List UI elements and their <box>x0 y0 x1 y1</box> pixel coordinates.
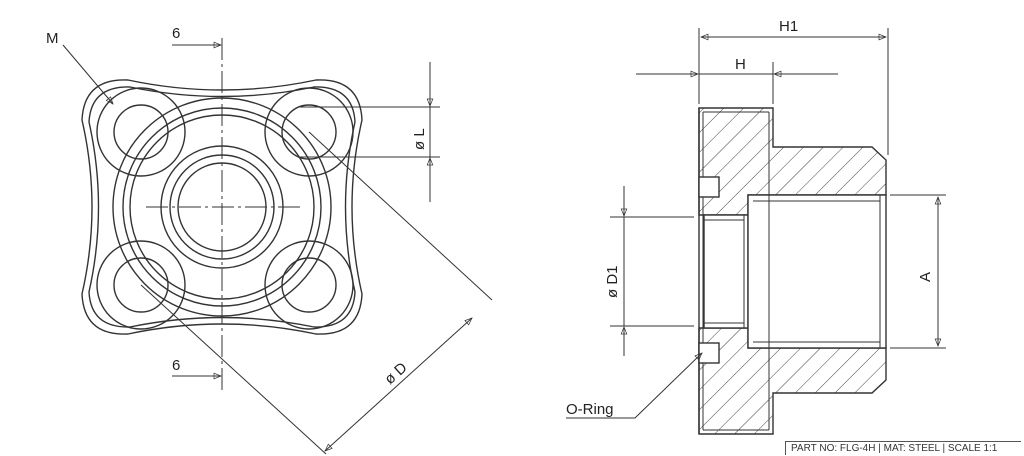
bolt-boss-bl <box>96 240 186 330</box>
bolt-boss-tr <box>264 87 354 177</box>
label-a: A <box>917 272 934 282</box>
label-six-bottom: 6 <box>172 357 180 374</box>
label-phi-d1: ø D1 <box>604 265 621 298</box>
bolt-hole-br <box>281 257 337 313</box>
label-o-ring: O-Ring <box>566 401 614 418</box>
bolt-boss-br <box>264 240 354 330</box>
bolt-hole-bl <box>113 257 169 313</box>
label-h: H <box>735 56 746 73</box>
title-block: PART NO: FLG-4H | MAT: STEEL | SCALE 1:1 <box>785 441 1021 455</box>
label-m: M <box>46 30 59 47</box>
front-dimensions <box>62 41 493 455</box>
o-ring-groove-top <box>698 176 720 198</box>
label-phi-l: ø L <box>411 128 428 150</box>
label-six-top: 6 <box>172 25 180 42</box>
section-bore-small <box>703 214 749 329</box>
label-h1: H1 <box>779 18 798 35</box>
section-bore-large <box>747 194 887 349</box>
section-view <box>698 107 887 435</box>
bolt-boss-tl <box>96 87 186 177</box>
bolt-hole-tl <box>113 104 169 160</box>
bolt-hole-tr <box>281 104 337 160</box>
flange-outline <box>81 79 363 335</box>
front-centerlines <box>146 38 300 392</box>
flange-inner-outline <box>88 86 356 328</box>
section-dimensions <box>566 28 946 419</box>
label-phi-d: ø D <box>381 359 410 388</box>
